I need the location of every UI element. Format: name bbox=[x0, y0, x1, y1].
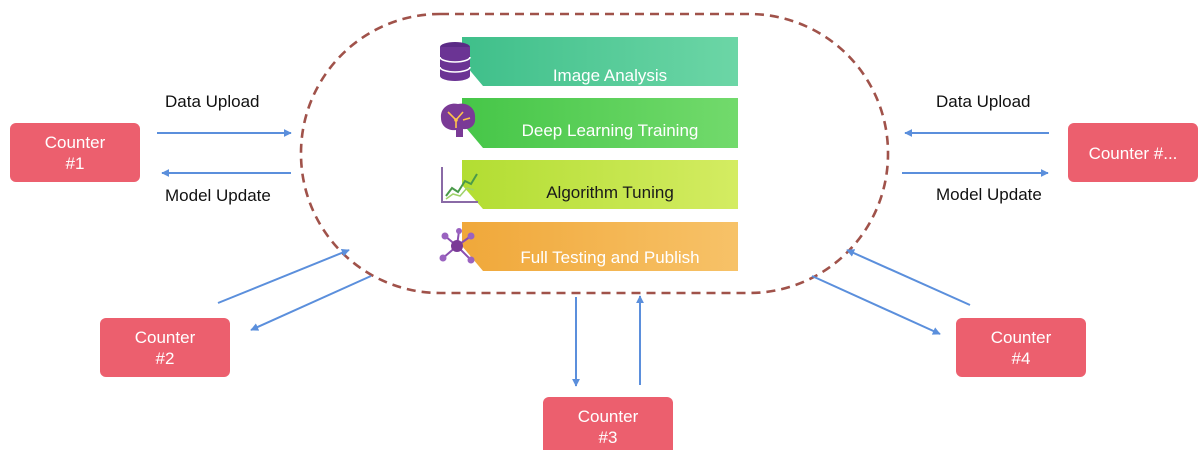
counter-number: #4 bbox=[1012, 349, 1031, 368]
stage-label: Deep Learning Training bbox=[522, 121, 699, 140]
stage-banner-shape bbox=[462, 222, 738, 271]
counter-2-node: Counter #2 bbox=[100, 318, 230, 377]
counter-box bbox=[100, 318, 230, 377]
counter-4-node: Counter #4 bbox=[956, 318, 1086, 377]
counter-number: #1 bbox=[66, 154, 85, 173]
counter-1-node: Counter #1 bbox=[10, 123, 140, 182]
counter-label: Counter #... bbox=[1089, 144, 1178, 163]
counter-label: Counter bbox=[45, 133, 106, 152]
stage-banner-shape bbox=[462, 37, 738, 86]
counter-number: #2 bbox=[156, 349, 175, 368]
arrow-counter2-upload bbox=[217, 248, 350, 304]
training-cloud-boundary bbox=[299, 12, 890, 295]
counter-label: Counter bbox=[135, 328, 196, 347]
data-upload-label-right: Data Upload bbox=[936, 92, 1031, 111]
counter-label: Counter bbox=[991, 328, 1052, 347]
counter-n-node: Counter #... bbox=[1068, 123, 1198, 182]
counter-box bbox=[543, 397, 673, 450]
counter-3-node: Counter #3 bbox=[543, 397, 673, 450]
counter-box bbox=[10, 123, 140, 182]
stage-banner-image-analysis: Image Analysis bbox=[462, 37, 738, 86]
model-update-label-right: Model Update bbox=[936, 185, 1042, 204]
trend-chart-icon bbox=[441, 167, 478, 203]
database-icon bbox=[439, 42, 471, 81]
counter-box bbox=[1068, 123, 1198, 182]
counter-box bbox=[956, 318, 1086, 377]
stage-banner-full-testing-and-publish: Full Testing and Publish bbox=[462, 222, 738, 271]
data-upload-label-left: Data Upload bbox=[165, 92, 260, 111]
arrow-counter2-update bbox=[250, 275, 372, 331]
counter-label: Counter bbox=[578, 407, 639, 426]
stage-banner-shape bbox=[462, 160, 738, 209]
counter-number: #3 bbox=[599, 428, 618, 447]
stage-banner-deep-learning-training: Deep Learning Training bbox=[462, 98, 738, 148]
arrow-counter4-update bbox=[811, 275, 941, 335]
stage-banner-shape bbox=[462, 98, 738, 148]
stage-label: Full Testing and Publish bbox=[520, 248, 699, 267]
arrow-counter4-upload bbox=[846, 249, 971, 306]
brain-icon bbox=[440, 103, 476, 137]
model-update-label-left: Model Update bbox=[165, 186, 271, 205]
stage-label: Image Analysis bbox=[553, 66, 667, 85]
stage-label: Algorithm Tuning bbox=[546, 183, 674, 202]
stage-banner-algorithm-tuning: Algorithm Tuning bbox=[462, 160, 738, 209]
network-icon bbox=[439, 228, 475, 264]
